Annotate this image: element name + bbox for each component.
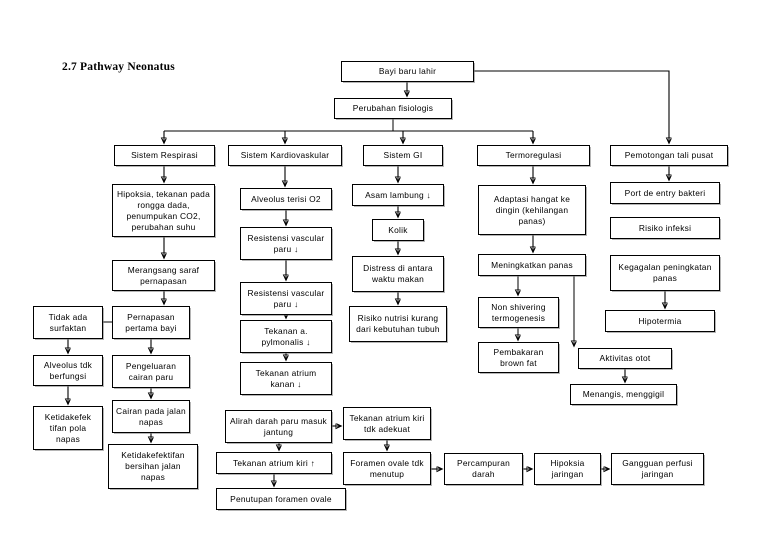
node-pengeluaran-cairan-paru[interactable]: Pengeluaran cairan paru	[112, 355, 190, 388]
node-risiko-nutrisi-kurang[interactable]: Risiko nutrisi kurang dari kebutuhan tub…	[349, 306, 447, 342]
node-adaptasi-hangat-ke-dingin[interactable]: Adaptasi hangat ke dingin (kehilangan pa…	[478, 185, 586, 235]
node-cairan-pada-jalan-napas[interactable]: Cairan pada jalan napas	[112, 400, 190, 433]
node-bayi-baru-lahir[interactable]: Bayi baru lahir	[341, 61, 474, 82]
node-tekanan-atrium-kanan[interactable]: Tekanan atrium kanan ↓	[240, 362, 332, 395]
node-percampuran-darah[interactable]: Percampuran darah	[444, 453, 523, 485]
node-penutupan-foramen-ovale[interactable]: Penutupan foramen ovale	[216, 488, 346, 510]
node-kegagalan-peningkatan-panas[interactable]: Kegagalan peningkatan panas	[610, 255, 720, 291]
node-sistem-respirasi[interactable]: Sistem Respirasi	[114, 145, 215, 166]
node-asam-lambung[interactable]: Asam lambung ↓	[352, 184, 444, 206]
node-merangsang-saraf-pernapasan[interactable]: Merangsang saraf pernapasan	[112, 260, 215, 291]
node-meningkatkan-panas[interactable]: Meningkatkan panas	[478, 254, 586, 276]
node-non-shivering-termogenesis[interactable]: Non shivering termogenesis	[478, 297, 559, 328]
node-kolik[interactable]: Kolik	[372, 219, 424, 241]
node-pembakaran-brown-fat[interactable]: Pembakaran brown fat	[478, 342, 559, 373]
node-hipotermia[interactable]: Hipotermia	[605, 310, 715, 332]
node-foramen-ovale-tdk-menutup[interactable]: Foramen ovale tdk menutup	[343, 452, 431, 485]
node-gangguan-perfusi-jaringan[interactable]: Gangguan perfusi jaringan	[611, 453, 704, 485]
node-tekanan-atrium-kiri[interactable]: Tekanan atrium kiri ↑	[216, 452, 332, 474]
node-distress-waktu-makan[interactable]: Distress di antara waktu makan	[352, 256, 444, 292]
node-tidak-ada-surfaktan[interactable]: Tidak ada surfaktan	[33, 306, 103, 339]
node-alirah-darah-paru-masuk-jantung[interactable]: Alirah darah paru masuk jantung	[225, 410, 332, 443]
node-sistem-kardiovaskular[interactable]: Sistem Kardiovaskular	[228, 145, 342, 166]
node-perubahan-fisiologis[interactable]: Perubahan fisiologis	[334, 98, 452, 119]
node-ketidakefektifan-bersihan-jalan-napas[interactable]: Ketidakefektifan bersihan jalan napas	[108, 444, 198, 489]
node-pernapasan-pertama-bayi[interactable]: Pernapasan pertama bayi	[112, 306, 190, 339]
node-tekanan-a-pylmonalis[interactable]: Tekanan a. pylmonalis ↓	[240, 320, 332, 353]
node-menangis-menggigil[interactable]: Menangis, menggigil	[570, 384, 677, 405]
node-termoregulasi[interactable]: Termoregulasi	[477, 145, 590, 166]
node-hipoksia-jaringan[interactable]: Hipoksia jaringan	[534, 453, 601, 485]
node-ketidakefektifan-pola-napas[interactable]: Ketidakefek tifan pola napas	[33, 406, 103, 450]
node-aktivitas-otot[interactable]: Aktivitas otot	[578, 348, 672, 369]
node-tekanan-atrium-kiri-tdk-adekuat[interactable]: Tekanan atrium kiri tdk adekuat	[343, 407, 431, 440]
node-risiko-infeksi[interactable]: Risiko infeksi	[610, 217, 720, 239]
node-alveolus-terisi-o2[interactable]: Alveolus terisi O2	[240, 188, 332, 210]
node-port-de-entry-bakteri[interactable]: Port de entry bakteri	[610, 182, 720, 204]
node-pemotongan-tali-pusat[interactable]: Pemotongan tali pusat	[610, 145, 728, 166]
node-sistem-gi[interactable]: Sistem GI	[363, 145, 443, 166]
node-alveolus-tdk-berfungsi[interactable]: Alveolus tdk berfungsi	[33, 355, 103, 386]
page-title: 2.7 Pathway Neonatus	[62, 61, 175, 73]
node-resistensi-vascular-paru-1[interactable]: Resistensi vascular paru ↓	[240, 227, 332, 260]
node-resistensi-vascular-paru-2[interactable]: Resistensi vascular paru ↓	[240, 282, 332, 315]
node-hipoksia-tekanan[interactable]: Hipoksia, tekanan pada rongga dada, penu…	[112, 184, 215, 237]
